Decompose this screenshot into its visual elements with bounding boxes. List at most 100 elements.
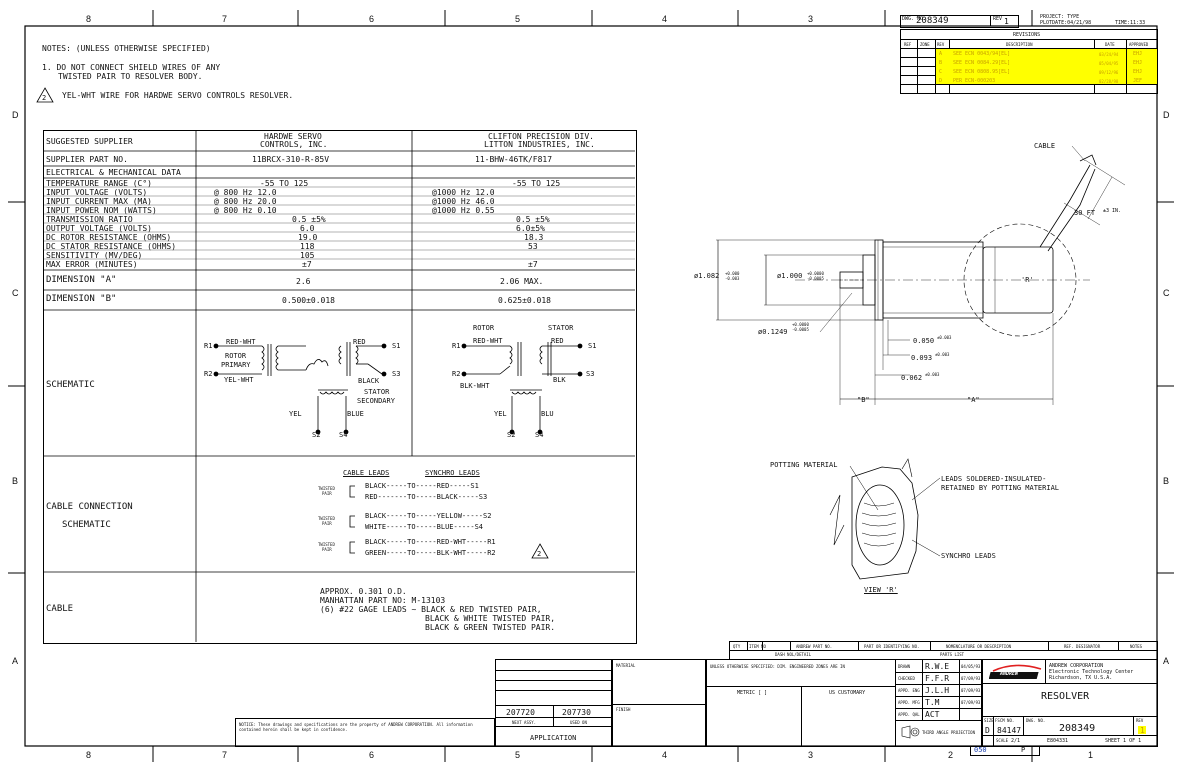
- zone-6-top: 6: [369, 14, 375, 24]
- rev-row-a-rev: A: [939, 51, 943, 57]
- cable-lead-row: RED-------TO-----BLACK-----S3: [365, 493, 488, 501]
- part-no-label: SUPPLIER PART NO.: [46, 155, 128, 164]
- cable-lead-row: WHITE-----TO-----BLUE-----S4: [365, 523, 484, 531]
- view-r-detail: [829, 458, 919, 580]
- sch2-rotor: ROTOR: [473, 324, 495, 332]
- dim-b-1: 0.500±0.018: [282, 296, 335, 305]
- spec-row-v2: 0.5 ±5%: [516, 215, 550, 224]
- application-label: APPLICATION: [530, 734, 577, 742]
- zone-4-bottom: 4: [662, 750, 668, 760]
- spec-row-v1: @ 800 Hz 20.0: [214, 197, 277, 206]
- sch1-stator: STATOR: [364, 388, 390, 396]
- spec-row-v1: 0.5 ±5%: [292, 215, 326, 224]
- dim-b-2: 0.625±0.018: [498, 296, 551, 305]
- cable-info-leads: (6) #22 GAGE LEADS ~ BLACK & RED TWISTED…: [320, 605, 542, 614]
- appd-eng: J.L.H: [925, 686, 950, 695]
- appd-eng-date: 07/09/93: [961, 688, 981, 693]
- dim-b-label: DIMENSION "B": [46, 294, 117, 304]
- spec-row-label: TEMPERATURE RANGE (C°): [46, 179, 152, 188]
- rev-label: REV: [1136, 718, 1144, 723]
- note-2-ref-triangle-icon: [531, 543, 549, 559]
- supplier2-line2: LITTON INDUSTRIES, INC.: [484, 140, 595, 149]
- synchro-leads-header: SYNCHRO LEADS: [425, 469, 480, 477]
- cable-lead-row: BLACK-----TO-----RED-WHT-----R1: [365, 538, 496, 546]
- dim-a-1: 2.6: [296, 277, 311, 286]
- cable-lead-row: BLACK-----TO-----YELLOW-----S2: [365, 512, 492, 520]
- zone-6-bottom: 6: [369, 750, 375, 760]
- dim-a-label: DIMENSION "A": [46, 275, 117, 285]
- note-1-line-2: TWISTED PAIR TO RESOLVER BODY.: [58, 72, 203, 81]
- us-customary-label: US CUSTOMARY: [829, 690, 866, 696]
- header-dwg-no: 208349: [916, 16, 949, 26]
- fscm-value: 84147: [997, 726, 1022, 735]
- spec-row-v2: @1000 Hz 0.55: [432, 206, 495, 215]
- sch2-r1: R1: [452, 342, 461, 350]
- checked-label: CHECKED: [898, 676, 915, 681]
- appd-mfg-date: 07/09/93: [961, 700, 981, 705]
- rev-row-c-rev: C: [939, 69, 943, 75]
- leads-callout-1: LEADS SOLDERED-INSULATED-: [941, 475, 1047, 483]
- elec-mech-label: ELECTRICAL & MECHANICAL DATA: [46, 168, 181, 177]
- third-angle-label: THIRD ANGLE PROJECTION: [922, 730, 975, 735]
- ecn-value: E804331: [1047, 738, 1069, 744]
- tolerance-note: UNLESS OTHERWISE SPECIFIED: DIM. ENGINEE…: [710, 664, 845, 669]
- rev-row-a-desc: SEE ECN 0043/94[EL]: [953, 51, 1011, 57]
- sch2-blk: BLK: [553, 376, 566, 384]
- zone-3-top: 3: [808, 14, 814, 24]
- zone-a-left: A: [12, 656, 19, 666]
- material-block: MATERIAL FINISH: [612, 659, 706, 747]
- cable-info-leads-2: BLACK & WHITE TWISTED PAIR,: [425, 614, 556, 623]
- dia-1000-tol-minus: -0.0005: [807, 276, 824, 281]
- sch1-s1: S1: [392, 342, 401, 350]
- spec-row-label: DC ROTOR RESISTANCE (OHMS): [46, 233, 172, 242]
- sch1-blue: BLUE: [347, 410, 364, 418]
- spec-row-v1: @ 800 Hz 0.10: [214, 206, 277, 215]
- application-block: 207720 207730 NEXT ASSY. USED ON APPLICA…: [495, 659, 612, 747]
- parts-header-nomenclature: NOMENCLATURE OR DESCRIPTION: [946, 644, 1012, 649]
- drawing-title: RESOLVER: [1041, 691, 1090, 702]
- cable-info-od: APPROX. 0.301 O.D.: [320, 587, 407, 596]
- supplier1-line2: CONTROLS, INC.: [260, 140, 328, 149]
- zone-b-left: B: [12, 476, 19, 486]
- cable-label: CABLE: [46, 604, 74, 614]
- sch1-s3: S3: [392, 370, 401, 378]
- rev-header-date: DATE: [1105, 42, 1115, 47]
- bottom-code-box: 050 P: [970, 746, 1040, 756]
- size-label: SIZE: [984, 718, 994, 723]
- drawn-label: DRAWN: [898, 664, 911, 669]
- cable-callout: CABLE: [1034, 142, 1056, 150]
- header-dwg-box: [900, 15, 1019, 28]
- spec-table: [43, 130, 637, 644]
- header-rev-label: REV: [993, 16, 1003, 22]
- cable-length: 30 FT: [1074, 209, 1096, 217]
- spec-row-v1: 118: [300, 242, 315, 251]
- scale-value: 2/1: [1011, 738, 1021, 744]
- spec-row-v1: 6.0: [300, 224, 315, 233]
- used-on-no: 207730: [562, 708, 591, 717]
- dia-1000-tol-plus: +0.0000: [807, 271, 824, 276]
- used-on-label: USED ON: [570, 720, 587, 725]
- rev-header-zone: ZONE: [920, 42, 930, 47]
- dim-a-callout: "A": [967, 396, 980, 404]
- parts-header-part: PART OR IDENTIFYING NO.: [864, 644, 920, 649]
- dim-0093-tol: ±0.003: [935, 352, 950, 357]
- view-r-label: VIEW 'R': [864, 586, 898, 594]
- rev-header-description: DESCRIPTION: [1006, 42, 1033, 47]
- rev-row-c-appr: EHJ: [1133, 69, 1143, 75]
- rev-highlight: [1138, 726, 1146, 734]
- dim-0062-tol: ±0.003: [925, 372, 940, 377]
- dia-1000: ø1.000: [777, 272, 803, 280]
- revisions-title: REVISIONS: [1013, 32, 1041, 38]
- sch1-rotor: ROTOR: [225, 352, 247, 360]
- spec-row-v1: 19.0: [298, 233, 318, 242]
- cable-info-part: MANHATTAN PART NO: M-13103: [320, 596, 446, 605]
- rev-row-b-desc: SEE ECN 0084.29[EL]: [953, 60, 1011, 66]
- parts-header-andrew: ANDREW PART NO.: [796, 644, 833, 649]
- dia-01249-tol-minus: -0.0005: [792, 327, 809, 332]
- twisted-label-2: TWISTED: [318, 516, 335, 521]
- supplier2-line1: CLIFTON PRECISION DIV.: [488, 132, 594, 141]
- size-value: D: [985, 726, 990, 735]
- sch2-blu: BLU: [541, 410, 554, 418]
- note-2-ref-mark: 2: [537, 550, 542, 558]
- sch1-r1: R1: [204, 342, 213, 350]
